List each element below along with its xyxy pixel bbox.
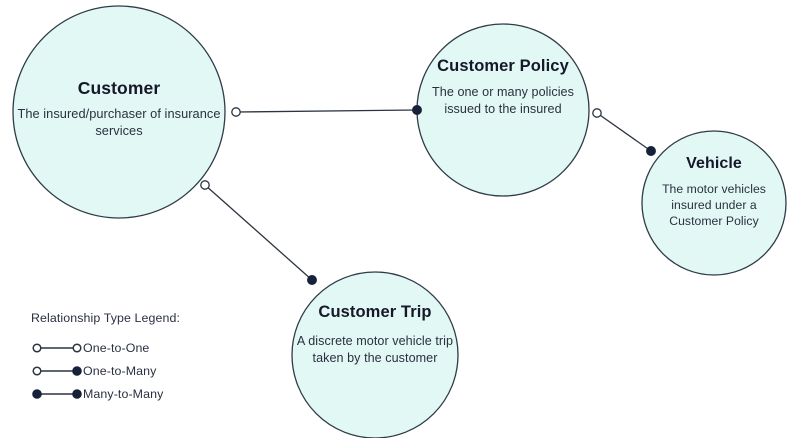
legend-label-one-to-one: One-to-One (83, 341, 150, 355)
legend-marker-hollow-left (32, 366, 42, 376)
edge-customer-to-policy[interactable] (235, 109, 418, 113)
edge-marker-filled-customer-policy-end (412, 105, 422, 115)
legend-label-one-to-many: One-to-Many (83, 364, 157, 378)
legend-marker-filled-left (32, 389, 42, 399)
legend-swatch-one-to-many (32, 366, 82, 376)
edge-policy-to-vehicle[interactable] (596, 112, 652, 152)
legend-marker-filled-right (72, 389, 82, 399)
edge-marker-hollow-customer-trip-start (200, 180, 210, 190)
legend-item-one-to-many: One-to-Many (31, 364, 251, 387)
edge-marker-hollow-policy-vehicle-start (592, 108, 602, 118)
edge-marker-filled-policy-vehicle-end (646, 146, 656, 156)
edge-group (204, 109, 652, 281)
node-circle-customer[interactable] (12, 5, 226, 219)
node-circle-vehicle[interactable] (641, 130, 787, 276)
edge-customer-to-trip[interactable] (204, 184, 313, 281)
edge-marker-filled-customer-trip-end (307, 275, 317, 285)
relationship-type-legend: Relationship Type Legend: One-to-One One… (31, 311, 251, 410)
legend-swatch-one-to-one (32, 343, 82, 353)
node-circle-customer-policy[interactable] (416, 23, 590, 197)
legend-item-one-to-one: One-to-One (31, 341, 251, 364)
legend-title: Relationship Type Legend: (31, 311, 181, 325)
legend-swatch-many-to-many (32, 389, 82, 399)
legend-item-many-to-many: Many-to-Many (31, 387, 251, 410)
edge-marker-hollow-customer-policy-start (231, 107, 241, 117)
legend-marker-hollow-left (32, 343, 42, 353)
edge-marker-group (200, 105, 656, 285)
legend-marker-hollow-right (72, 343, 82, 353)
legend-label-many-to-many: Many-to-Many (83, 387, 164, 401)
legend-marker-filled-right (72, 366, 82, 376)
node-circle-customer-trip[interactable] (291, 271, 459, 438)
